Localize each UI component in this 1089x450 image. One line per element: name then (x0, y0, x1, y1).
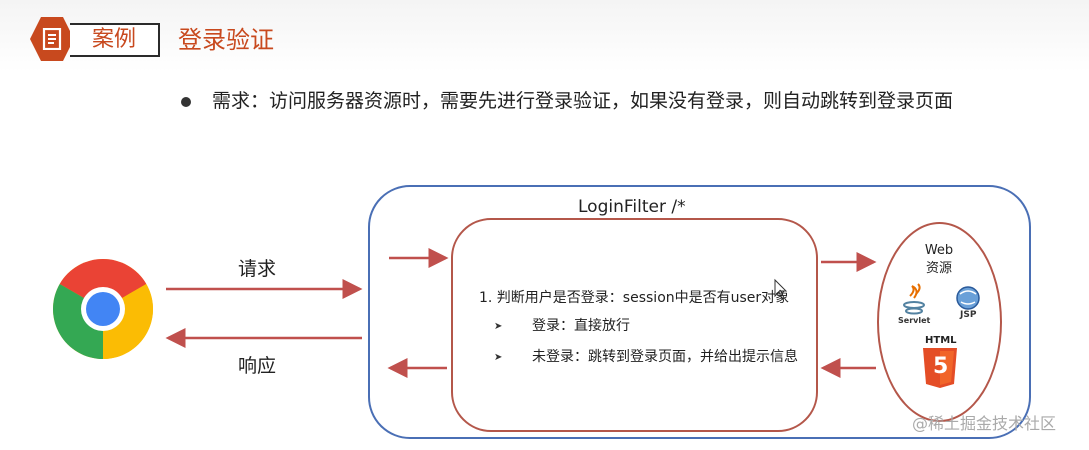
chrome-icon (53, 259, 153, 359)
filter-title: LoginFilter /* (578, 197, 686, 217)
filter-step-not-logged-in: 未登录：跳转到登录页面，并给出提示信息 (532, 349, 798, 365)
watermark: @稀土掘金技术社区 (912, 414, 1057, 433)
filter-step-logged-in: 登录：直接放行 (532, 318, 630, 334)
requirement-text: 需求：访问服务器资源时，需要先进行登录验证，如果没有登录，则自动跳转到登录页面 (212, 90, 954, 112)
jsp-label: JSP (960, 310, 977, 320)
server-boundary (368, 185, 1031, 439)
request-label: 请求 (238, 258, 277, 280)
filter-step-1: 1. 判断用户是否登录：session中是否有user对象 (479, 290, 790, 306)
bullet-dot (181, 97, 191, 107)
badge-label: 案例 (70, 23, 160, 57)
slide-header-bar (0, 0, 1089, 72)
case-badge: 案例 (30, 17, 164, 61)
servlet-label: Servlet (898, 316, 931, 325)
web-resource-ellipse (877, 222, 1002, 422)
login-filter-box (451, 218, 818, 432)
arrowhead-bullet-icon: ➤ (494, 352, 503, 363)
web-resource-label: Web 资源 (924, 243, 954, 276)
page-title: 登录验证 (178, 26, 274, 54)
response-label: 响应 (238, 355, 277, 377)
html5-number: 5 (933, 354, 949, 379)
html-label: HTML (925, 335, 957, 346)
mouse-cursor-icon (774, 278, 788, 300)
arrowhead-bullet-icon: ➤ (494, 321, 503, 332)
